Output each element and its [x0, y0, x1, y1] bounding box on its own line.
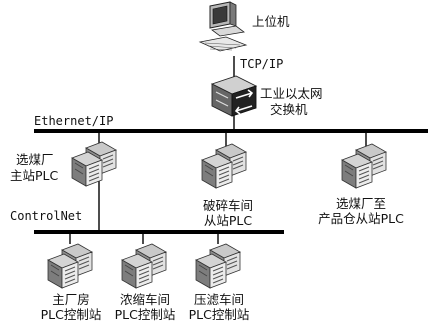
station-2-label-line1: 浓缩车间: [119, 292, 170, 307]
station-2-rack-icon: [121, 243, 167, 289]
network-switch-icon: [210, 75, 258, 117]
warehouse-plc-rack-icon: [341, 143, 387, 189]
warehouse-plc-label-line1: 选煤厂至: [335, 196, 386, 211]
station-3-label-line2: PLC控制站: [188, 307, 250, 322]
station-1-label-line2: PLC控制站: [40, 307, 102, 322]
station-3-label-line1: 压滤车间: [193, 292, 244, 307]
switch-label-line2: 交换机: [270, 102, 308, 117]
crush-plc-label-line2: 从站PLC: [203, 213, 253, 228]
station-2-label-line2: PLC控制站: [114, 307, 176, 322]
computer-icon: [198, 1, 248, 52]
station-1-label-line1: 主厂房: [52, 292, 90, 307]
ethernet-bus: [34, 129, 428, 133]
host-label: 上位机: [252, 14, 290, 29]
warehouse-plc-label-line2: 产品仓从站PLC: [318, 211, 404, 226]
station-3-rack-icon: [195, 243, 241, 289]
crush-plc-label-line1: 破碎车间: [202, 198, 253, 213]
station-1-rack-icon: [47, 243, 93, 289]
main-plc-label-line1: 选煤厂: [16, 152, 54, 167]
tcp-ip-label: TCP/IP: [240, 57, 284, 71]
main-plc-label-line2: 主站PLC: [10, 168, 59, 183]
controlnet-label: ControlNet: [10, 209, 83, 223]
controlnet-bus: [34, 230, 284, 234]
switch-label-line1: 工业以太网: [260, 86, 323, 101]
crush-plc-rack-icon: [201, 143, 247, 189]
ethernet-label: Ethernet/IP: [34, 114, 114, 128]
main-plc-rack-icon: [71, 141, 117, 187]
